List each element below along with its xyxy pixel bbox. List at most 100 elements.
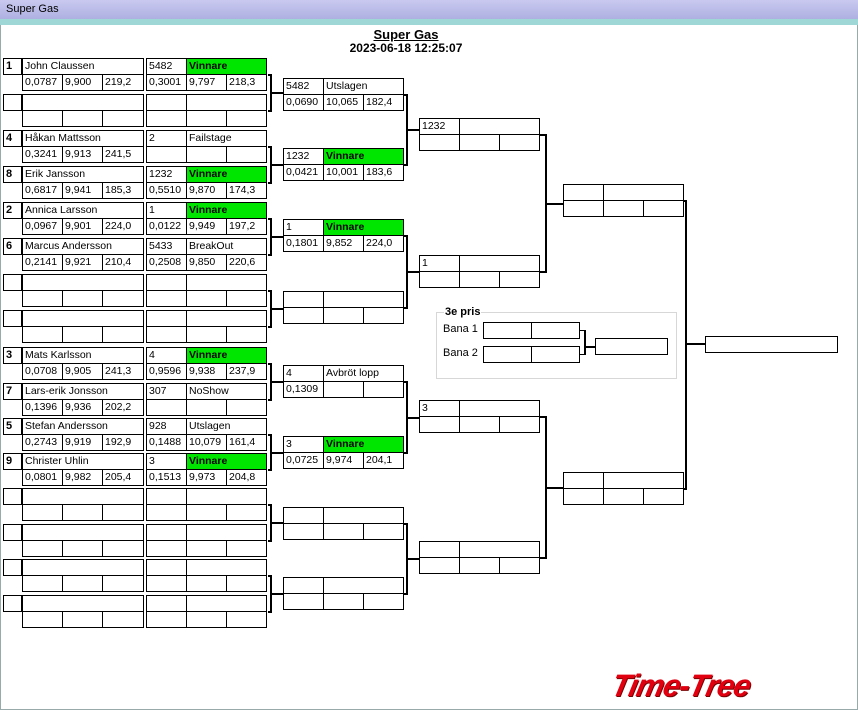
driver-name: Håkan Mattsson	[22, 130, 144, 147]
r2-entry-rt: 0,9596	[146, 363, 187, 380]
r2-entry-et: 9,938	[186, 363, 227, 380]
r3-entry-status: Vinnare	[323, 436, 404, 453]
driver-name	[22, 524, 144, 541]
r2-entry-et	[186, 575, 227, 592]
r3-entry-mph: 182,4	[363, 94, 404, 111]
driver-name	[22, 595, 144, 612]
r2-tick	[268, 575, 271, 577]
r2-entry-num: 5433	[146, 238, 187, 255]
driver-rt	[22, 110, 63, 127]
r3-entry-rt	[283, 593, 324, 610]
r5-tick	[683, 488, 686, 490]
r3-entry-mph: 224,0	[363, 235, 404, 252]
driver-et: 9,900	[62, 74, 103, 91]
r2-entry-num	[146, 524, 187, 541]
r2-entry-et: 9,870	[186, 182, 227, 199]
page-title: Super Gas	[373, 27, 439, 42]
r2-out	[270, 308, 283, 310]
driver-rt: 0,2141	[22, 254, 63, 271]
driver-mph	[102, 110, 144, 127]
r3-entry-rt	[283, 523, 324, 540]
r3-entry-status: Vinnare	[323, 148, 404, 165]
r3-entry-rt: 0,0690	[283, 94, 324, 111]
driver-rt: 0,3241	[22, 146, 63, 163]
seed-box: 4	[3, 130, 22, 147]
r2-entry-num	[146, 274, 187, 291]
driver-mph	[102, 504, 144, 521]
r2-entry-num: 307	[146, 383, 187, 400]
r5-entry-num	[563, 472, 604, 489]
r2-entry-num: 928	[146, 418, 187, 435]
r4-entry-mph	[499, 557, 540, 574]
r2-entry-status: Vinnare	[186, 166, 267, 183]
r2-entry-mph	[226, 326, 267, 343]
r5-out	[685, 343, 705, 345]
r2-entry-status	[186, 488, 267, 505]
r2-entry-num	[146, 595, 187, 612]
r4-entry-et	[459, 416, 500, 433]
driver-rt: 0,0967	[22, 218, 63, 235]
driver-et	[62, 110, 103, 127]
r3-entry-et: 9,974	[323, 452, 364, 469]
r2-tick	[268, 290, 271, 292]
driver-et: 9,941	[62, 182, 103, 199]
r3-entry-num: 1232	[283, 148, 324, 165]
lane1-label: Bana 1	[443, 323, 478, 335]
seed-box: 6	[3, 238, 22, 255]
r3-entry-num: 4	[283, 365, 324, 382]
final-entry	[705, 336, 838, 353]
driver-mph: 185,3	[102, 182, 144, 199]
driver-mph: 210,4	[102, 254, 144, 271]
lane1-status	[531, 322, 580, 339]
r2-tick	[268, 363, 271, 365]
r4-tick	[540, 134, 546, 136]
driver-rt: 0,0787	[22, 74, 63, 91]
seed-box	[3, 595, 22, 612]
driver-name	[22, 94, 144, 111]
driver-name: Annica Larsson	[22, 202, 144, 219]
r2-entry-rt	[146, 611, 187, 628]
r2-entry-mph: 204,8	[226, 469, 267, 486]
seed-box	[3, 524, 22, 541]
r2-entry-rt	[146, 575, 187, 592]
seed-box	[3, 559, 22, 576]
r2-entry-mph: 161,4	[226, 434, 267, 451]
r3-entry-et: 10,065	[323, 94, 364, 111]
driver-et	[62, 611, 103, 628]
r5-entry-status	[603, 472, 684, 489]
r3-entry-et	[323, 381, 364, 398]
r2-entry-status	[186, 559, 267, 576]
r2-entry-status: Vinnare	[186, 453, 267, 470]
r2-entry-status: Vinnare	[186, 347, 267, 364]
driver-mph	[102, 540, 144, 557]
driver-et	[62, 540, 103, 557]
driver-mph	[102, 611, 144, 628]
driver-name: John Claussen	[22, 58, 144, 75]
r2-entry-status	[186, 310, 267, 327]
driver-name	[22, 488, 144, 505]
driver-name	[22, 274, 144, 291]
r2-entry-rt	[146, 399, 187, 416]
r2-entry-mph	[226, 504, 267, 521]
driver-mph: 192,9	[102, 434, 144, 451]
r3-entry-rt	[283, 307, 324, 324]
r3-entry-mph	[363, 593, 404, 610]
lane2-label: Bana 2	[443, 347, 478, 359]
r2-tick	[268, 469, 271, 471]
r3-out	[406, 129, 419, 131]
driver-name: Mats Karlsson	[22, 347, 144, 364]
r2-out	[270, 164, 283, 166]
r3-entry-et	[323, 593, 364, 610]
r3-entry-status: Utslagen	[323, 78, 404, 95]
third-prize-title: 3e pris	[444, 306, 482, 318]
driver-mph	[102, 326, 144, 343]
driver-mph: 241,3	[102, 363, 144, 380]
r3-entry-num	[283, 507, 324, 524]
driver-et: 9,901	[62, 218, 103, 235]
r3-entry-num	[283, 577, 324, 594]
r2-entry-status	[186, 524, 267, 541]
r3-entry-status	[323, 577, 404, 594]
r3-entry-rt: 0,0421	[283, 164, 324, 181]
r2-entry-mph	[226, 399, 267, 416]
r2-tick	[268, 399, 271, 401]
